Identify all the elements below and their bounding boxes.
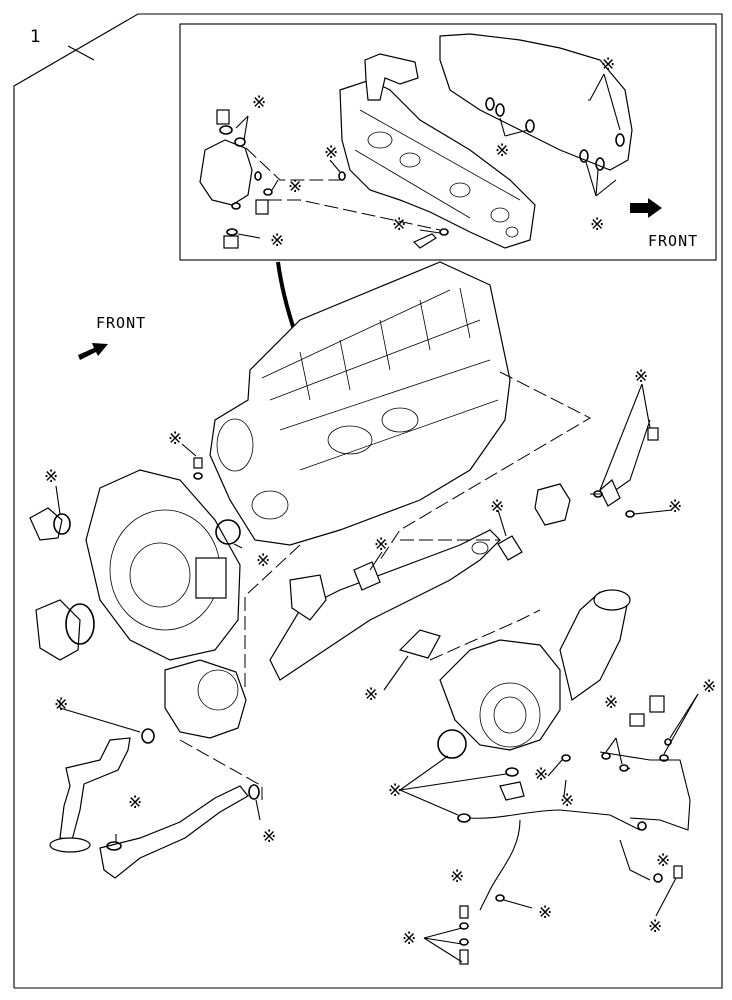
oil-strainer: [59, 737, 131, 841]
bolt: [412, 233, 437, 249]
front-arrow-main-icon: [78, 343, 108, 360]
marker-lower-set: ※: [402, 929, 416, 949]
front-arrow-inset-icon: [630, 198, 662, 218]
marker-lower-washer: ※: [538, 903, 552, 923]
intake-pipe: [559, 591, 629, 702]
marker-banjo: ※: [560, 791, 574, 811]
marker-gasket-rings: ※: [495, 141, 509, 161]
exhaust-manifold: [269, 483, 571, 681]
kit-outline-frame: 1: [13, 13, 723, 989]
gasket-exhaust: [398, 629, 441, 659]
marker-pump-oring: ※: [54, 695, 68, 715]
front-label-inset: FRONT: [648, 232, 698, 250]
thermostat-unit: [199, 139, 253, 206]
marker-exhaust-gasket: ※: [490, 497, 504, 517]
marker-plug-right: ※: [648, 917, 662, 937]
marker-lower-bolt: ※: [450, 867, 464, 887]
marker-turbo-rings: ※: [388, 781, 402, 801]
marker-manifold-oring: ※: [324, 143, 338, 163]
marker-oil-feed: ※: [634, 367, 648, 387]
oil-suction-pipe: [99, 785, 249, 879]
marker-turbo-fittings: ※: [604, 693, 618, 713]
front-label-main: FRONT: [96, 314, 146, 332]
marker-bolt-washer: ※: [392, 215, 406, 235]
marker-sensor: ※: [702, 677, 716, 697]
intake-manifold: [339, 79, 536, 249]
manifold-gasket: [439, 33, 633, 171]
oil-pump: [164, 659, 247, 739]
marker-oil-feed-washer: ※: [668, 497, 682, 517]
thermostat-housing: [364, 53, 419, 101]
reference-markers: ※ ※ ※ ※ ※ ※ ※ ※ ※ ※ ※ ※ ※ ※ ※ ※ ※ ※ ※ ※ …: [44, 55, 716, 949]
marker-crank-seal: ※: [256, 551, 270, 571]
detail-inset: FRONT: [179, 23, 717, 261]
marker-cover-oring: ※: [44, 467, 58, 487]
marker-thermostat-oring: ※: [288, 177, 302, 197]
seal-cover: [35, 599, 81, 661]
turbocharger: [439, 589, 631, 751]
marker-pipe-oring: ※: [262, 827, 276, 847]
cover-plate: [29, 507, 63, 541]
item-leader-line: [67, 45, 95, 61]
marker-strainer-oring: ※: [128, 793, 142, 813]
marker-exhaust-stud: ※: [374, 535, 388, 555]
marker-pipe-bolt: ※: [656, 851, 670, 871]
item-number: 1: [30, 27, 41, 47]
marker-housing-bolt: ※: [168, 429, 182, 449]
marker-small-washer: ※: [534, 765, 548, 785]
engine-block: [209, 261, 511, 546]
marker-gasket-rings-2: ※: [590, 215, 604, 235]
marker-turbo-gasket: ※: [364, 685, 378, 705]
flywheel-housing: [85, 469, 241, 661]
marker-drain-plug: ※: [270, 231, 284, 251]
marker-gasket: ※: [601, 55, 615, 75]
marker-plug: ※: [252, 93, 266, 113]
